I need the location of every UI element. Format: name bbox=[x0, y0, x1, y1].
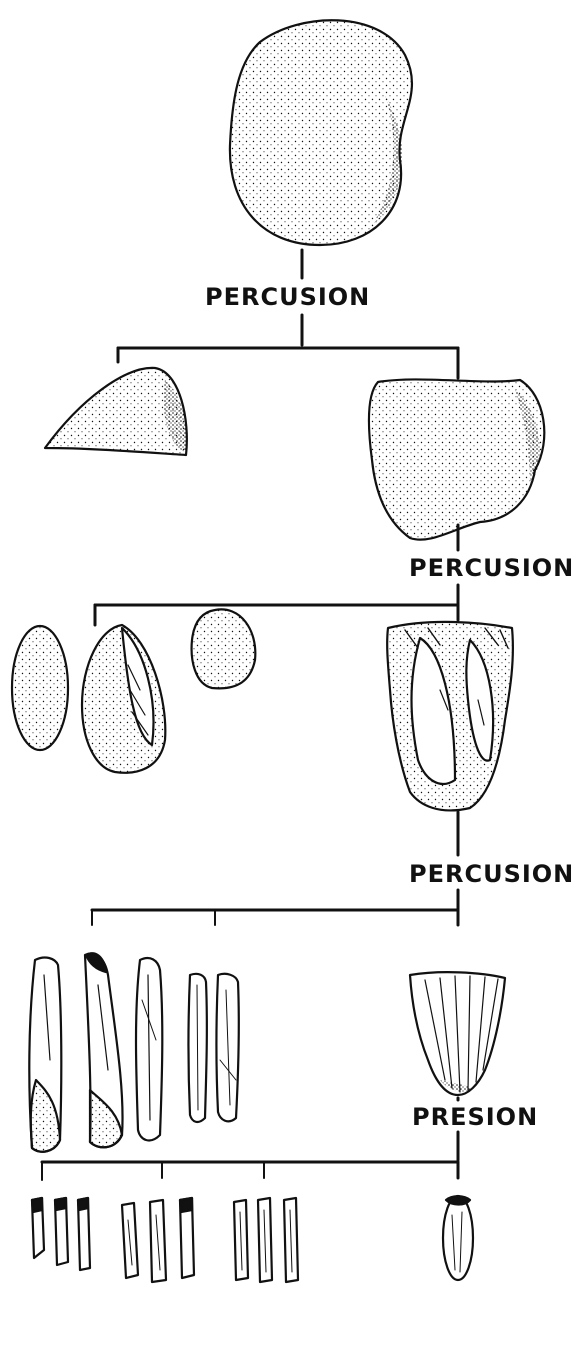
stage-label-percusion-2: PERCUSION bbox=[409, 556, 574, 580]
stage-label-percusion-3: PERCUSION bbox=[409, 862, 574, 886]
cortex-flake-2 bbox=[82, 625, 165, 773]
nodule bbox=[230, 20, 412, 245]
bladelet-group-3 bbox=[234, 1198, 298, 1282]
bladelet-group-2 bbox=[122, 1198, 194, 1282]
blade-3 bbox=[136, 958, 162, 1140]
cortex-flake-3 bbox=[192, 609, 256, 688]
cortex-flake-1 bbox=[12, 626, 68, 750]
blade-core bbox=[410, 972, 505, 1095]
stage-label-presion: PRESION bbox=[412, 1105, 538, 1129]
blade-5 bbox=[217, 974, 239, 1121]
split-fragment-core bbox=[369, 379, 544, 539]
bladelet-group-1 bbox=[32, 1198, 90, 1270]
stage-label-percusion-1: PERCUSION bbox=[205, 285, 370, 309]
blade-1 bbox=[29, 958, 61, 1152]
blade-2 bbox=[85, 953, 123, 1147]
prepared-core bbox=[387, 622, 513, 811]
split-fragment-small bbox=[45, 368, 187, 455]
blade-4 bbox=[189, 974, 207, 1122]
exhausted-core bbox=[443, 1196, 473, 1280]
